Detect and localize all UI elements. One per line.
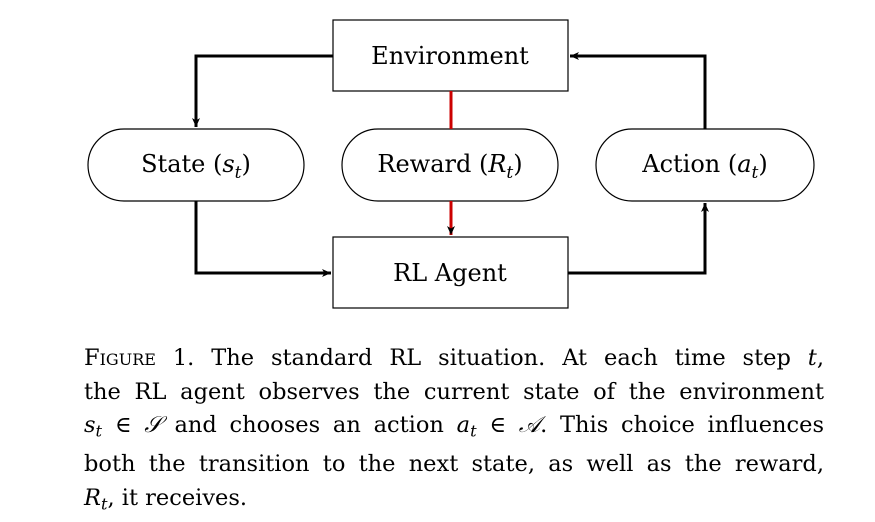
caption-line-5: Rt, it receives. xyxy=(84,484,248,514)
reward-label: Reward (Rt) xyxy=(377,150,522,183)
figure-caption: Figure 1. The standard RL situation. At … xyxy=(84,342,824,521)
action-to-env-arrow xyxy=(570,52,707,129)
caption-line-1: Figure 1. The standard RL situation. At … xyxy=(84,345,824,371)
environment-label: Environment xyxy=(371,42,529,70)
state-label: State (st) xyxy=(141,150,251,183)
figure-label: Figure 1. xyxy=(84,345,195,371)
rl-loop-diagram: Environment RL Agent State (st) Reward (… xyxy=(87,19,815,309)
state-to-agent-arrow xyxy=(194,201,331,277)
caption-line-3: st ∈ 𝒮 and chooses an action at ∈ 𝒜. Thi… xyxy=(84,412,824,441)
action-label: Action (at) xyxy=(641,150,768,183)
agent-label: RL Agent xyxy=(393,259,507,287)
caption-line-4: both the transition to the next state, a… xyxy=(84,451,824,478)
agent-node xyxy=(332,236,569,309)
caption-line-2: the RL agent observes the current state … xyxy=(84,378,824,405)
agent-to-action-arrow xyxy=(568,203,709,275)
environment-node xyxy=(332,19,569,92)
env-to-state-arrow xyxy=(192,54,333,127)
